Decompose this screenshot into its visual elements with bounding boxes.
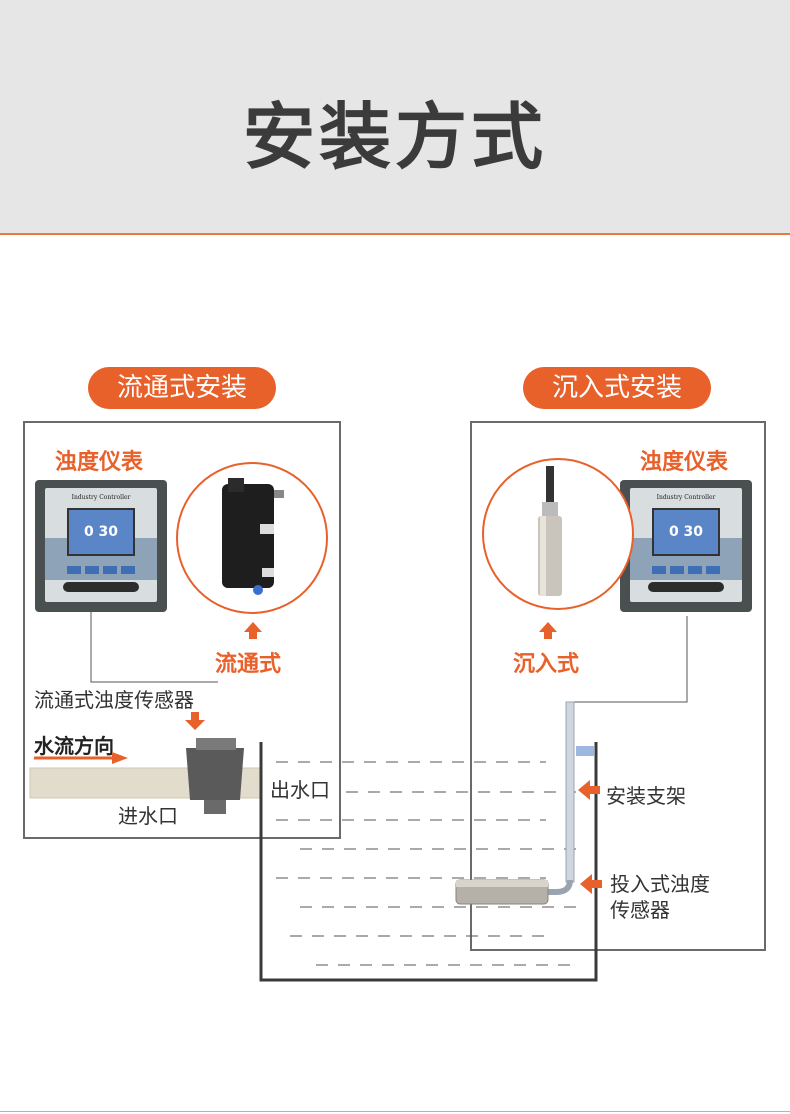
flow-sensor-icon	[222, 478, 284, 595]
outlet-label: 出水口	[270, 778, 330, 802]
left-meter-label: 浊度仪表	[55, 450, 144, 475]
flow-sensor-body	[186, 738, 244, 814]
header-banner	[0, 0, 790, 233]
flow-direction-label: 水流方向	[34, 734, 114, 758]
left-up-arrow-icon	[244, 622, 262, 632]
right-meter-label: 浊度仪表	[640, 450, 729, 475]
submerged-install-pill: 沉入式安装	[523, 367, 711, 409]
submerged-sensor-type: 沉入式	[513, 652, 580, 677]
submerged-sensor-caption-2: 传感器	[610, 898, 670, 922]
header-divider	[0, 233, 790, 235]
flow-sensor-type: 流通式	[215, 652, 282, 677]
meter-readout: 0 30	[668, 524, 704, 540]
bracket-label: 安装支架	[606, 784, 686, 808]
right-turbidity-meter: Industry Controller 0 30	[620, 480, 752, 612]
right-up-arrow-icon	[539, 622, 557, 632]
flow-sensor-caption: 流通式浊度传感器	[34, 688, 194, 712]
meter-brand: Industry Controller	[656, 494, 716, 501]
meter-brand: Industry Controller	[71, 494, 131, 501]
submerged-sensor-icon	[538, 466, 562, 596]
meter-readout: 0 30	[83, 524, 119, 540]
flow-sensor-circle	[176, 462, 328, 614]
footer-divider	[0, 1111, 790, 1112]
left-turbidity-meter: Industry Controller 0 30	[35, 480, 167, 612]
flow-install-pill: 流通式安装	[88, 367, 276, 409]
submerged-sensor-caption-1: 投入式浊度	[610, 872, 710, 896]
inlet-label: 进水口	[118, 804, 178, 828]
page-title: 安装方式	[242, 95, 547, 179]
submerged-sensor-circle	[482, 458, 634, 610]
